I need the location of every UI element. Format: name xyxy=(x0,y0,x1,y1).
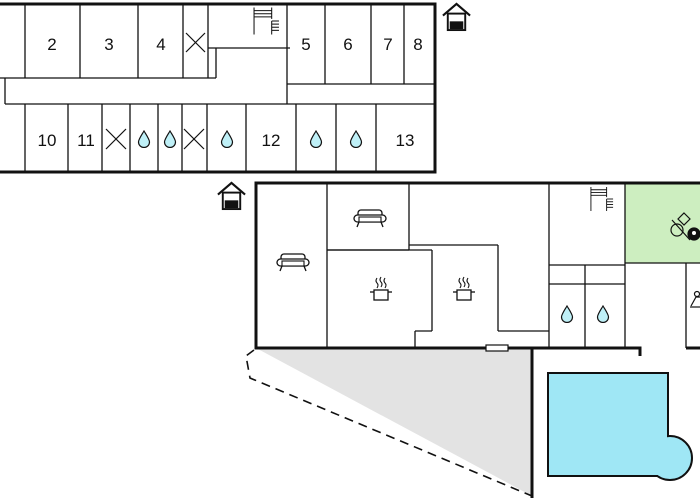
water-drop-icon xyxy=(309,130,323,148)
lower-partitions xyxy=(326,183,700,349)
pool-table-icon xyxy=(670,212,700,241)
water-drop-icon xyxy=(349,130,363,148)
upper-outer-wall xyxy=(0,2,437,174)
sofa-icon xyxy=(276,253,310,272)
cooking-pot-icon xyxy=(452,276,476,301)
cooking-pot-icon xyxy=(369,276,393,301)
water-drop-icon xyxy=(596,305,610,323)
pool-icon xyxy=(547,372,693,481)
entrance-icon xyxy=(441,2,472,32)
cross-icon xyxy=(105,128,127,150)
room-5-label: 5 xyxy=(301,35,310,54)
entrance-icon xyxy=(216,181,247,211)
terrace xyxy=(256,348,532,496)
room-7-label: 7 xyxy=(383,35,392,54)
water-drop-icon xyxy=(220,130,234,148)
game-room xyxy=(625,183,700,263)
upper-block: 2 3 4 5 6 7 8 10 11 12 13 xyxy=(0,2,437,174)
pool-area-wall xyxy=(532,346,700,356)
water-drop-icon xyxy=(137,130,151,148)
stairs-icon xyxy=(253,6,280,36)
room-3-label: 3 xyxy=(104,35,113,54)
room-13-label: 13 xyxy=(396,131,415,150)
room-8-label: 8 xyxy=(413,35,422,54)
water-drop-icon xyxy=(560,305,574,323)
cross-icon xyxy=(183,128,205,150)
lower-outer-wall xyxy=(254,181,700,498)
lower-block xyxy=(245,181,700,498)
stairs-icon xyxy=(590,186,614,212)
room-12-label: 12 xyxy=(262,131,281,150)
room-6-label: 6 xyxy=(343,35,352,54)
room-10-label: 10 xyxy=(38,131,57,150)
room-11-label: 11 xyxy=(77,131,95,150)
door xyxy=(485,344,509,352)
sofa-icon xyxy=(353,209,387,228)
upper-partitions xyxy=(0,4,435,172)
sun-lounger-icon xyxy=(690,290,700,308)
cross-icon xyxy=(185,32,206,53)
terrace-edge xyxy=(245,349,533,497)
room-2-label: 2 xyxy=(47,35,56,54)
water-drop-icon xyxy=(163,130,177,148)
room-4-label: 4 xyxy=(156,35,165,54)
